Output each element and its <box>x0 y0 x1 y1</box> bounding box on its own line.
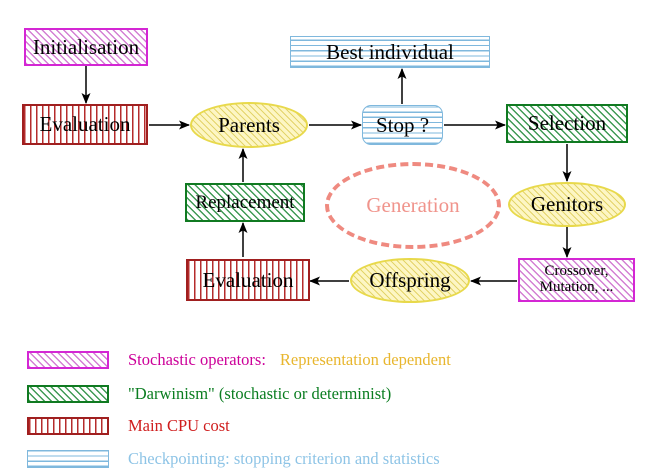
node-evaluation-bottom-label: Evaluation <box>202 267 294 292</box>
node-crossover-mutation[interactable]: Crossover, Mutation, ... <box>518 258 635 302</box>
node-evaluation-top[interactable]: Evaluation <box>22 104 148 145</box>
node-parents-label: Parents <box>218 112 280 137</box>
legend-label-darwinism: "Darwinism" (stochastic or determinist) <box>128 384 392 403</box>
node-replacement-label: Replacement <box>195 191 295 213</box>
legend-swatch-red-vertical <box>27 417 109 435</box>
legend-row-checkpointing: Checkpointing: stopping criterion and st… <box>0 446 440 472</box>
node-generation-label: Generation <box>366 193 460 217</box>
node-initialisation-label: Initialisation <box>32 34 140 59</box>
node-parents[interactable]: Parents <box>190 102 308 148</box>
legend-label-cpu-cost: Main CPU cost <box>128 416 230 435</box>
node-evaluation-top-label: Evaluation <box>39 112 131 137</box>
node-crossover-label-line2: Mutation, ... <box>539 279 614 295</box>
legend-label-checkpointing: Checkpointing: stopping criterion and st… <box>128 449 440 468</box>
legend-row-darwinism: "Darwinism" (stochastic or determinist) <box>0 381 391 407</box>
node-initialisation[interactable]: Initialisation <box>24 28 148 66</box>
legend-swatch-blue-horizontal <box>27 450 109 468</box>
legend-swatch-green-diagonal <box>27 385 109 403</box>
node-generation-boundary: Generation <box>325 162 501 249</box>
node-selection-label: Selection <box>527 111 607 136</box>
node-genitors[interactable]: Genitors <box>508 182 626 227</box>
node-offspring[interactable]: Offspring <box>350 258 470 303</box>
legend-row-stochastic: Stochastic operators: Representation dep… <box>0 347 451 373</box>
node-evaluation-bottom[interactable]: Evaluation <box>186 259 310 301</box>
node-stop-label: Stop ? <box>375 112 430 137</box>
node-selection[interactable]: Selection <box>506 104 628 143</box>
node-stop-condition[interactable]: Stop ? <box>362 105 443 145</box>
node-crossover-label-line1: Crossover, <box>544 263 609 280</box>
node-genitors-label: Genitors <box>530 192 604 217</box>
legend: Stochastic operators: Representation dep… <box>0 340 662 471</box>
node-best-individual-label: Best individual <box>326 39 454 64</box>
legend-swatch-magenta-diagonal <box>27 351 109 369</box>
legend-label-stochastic: Stochastic operators: <box>128 350 266 369</box>
node-best-individual[interactable]: Best individual <box>290 36 490 68</box>
legend-label-representation: Representation dependent <box>279 350 451 369</box>
node-replacement[interactable]: Replacement <box>185 183 305 222</box>
legend-row-cpu-cost: Main CPU cost <box>0 413 230 439</box>
node-offspring-label: Offspring <box>369 268 451 293</box>
